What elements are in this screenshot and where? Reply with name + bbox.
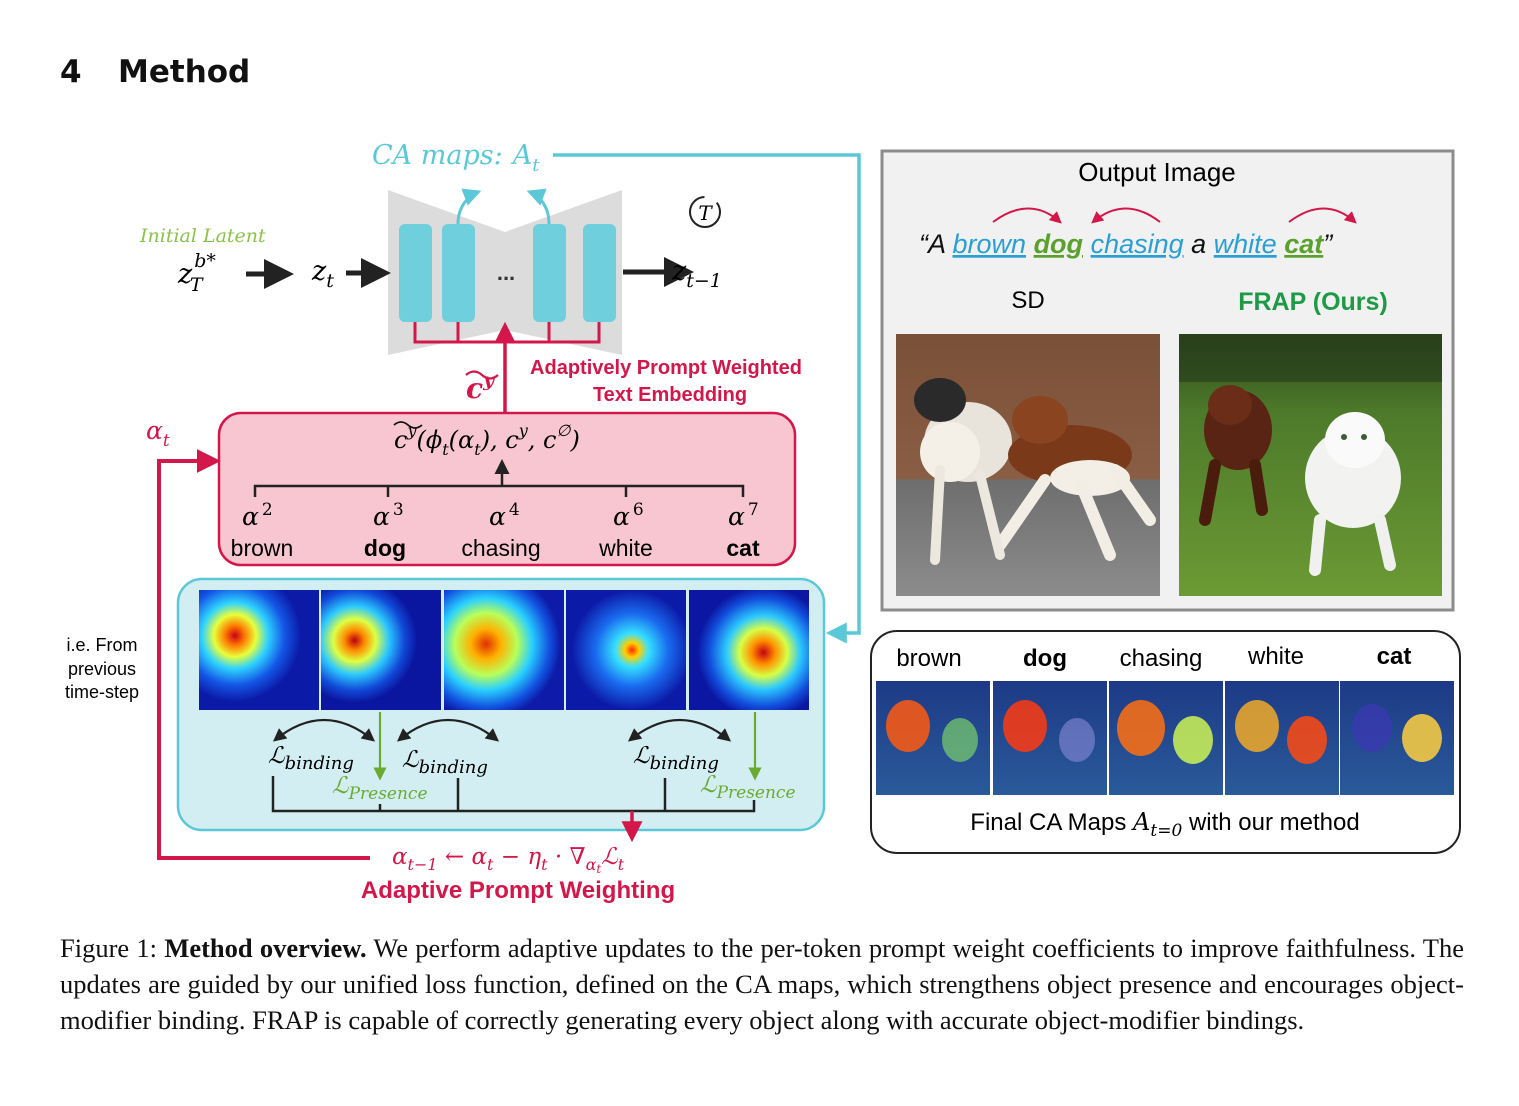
token-word-dog: dog [364, 535, 406, 561]
section-heading: 4 Method [60, 54, 250, 90]
ca-out-arrow-2 [526, 188, 551, 225]
frap-label: FRAP (Ours) [1238, 288, 1388, 316]
binding-arc-brown-dog [272, 719, 376, 742]
svg-text:α3: α3 [373, 500, 404, 531]
ca-out-arrow-1 [456, 188, 482, 225]
final-map-brown [876, 681, 990, 795]
alpha-t-label: αt [146, 416, 170, 451]
embedding-formula: cy(ϕt(αt), cy, c∅) [394, 421, 580, 459]
caption-label: Figure 1: [60, 933, 158, 963]
z-t1-symbol: zt−1 [671, 256, 722, 292]
sd-label: SD [1011, 287, 1044, 314]
heatmap-brown [199, 590, 319, 710]
loss-presence-1: ℒPresence [332, 773, 428, 804]
unet-ellipsis: ... [497, 260, 515, 285]
svg-text:α4: α4 [489, 500, 520, 531]
prev-step-line-3: time-step [65, 682, 139, 702]
final-word-chasing: chasing [1120, 645, 1203, 672]
prompt-text: “A brown dog chasing a white cat” [919, 229, 1333, 259]
unet-block-1 [399, 224, 432, 322]
prev-step-line-1: i.e. From [66, 635, 137, 655]
token-word-chasing: chasing [461, 535, 540, 561]
frap-output-image [1179, 334, 1442, 596]
svg-text:α7: α7 [728, 500, 759, 531]
section-title: Method [118, 54, 251, 90]
loss-bracket [271, 776, 756, 813]
loss-binding-3: ℒbinding [633, 743, 719, 774]
final-map-white [1225, 681, 1339, 795]
final-map-dog [993, 681, 1107, 795]
unet-block-3 [533, 224, 566, 322]
binding-arc-dog-chasing [396, 719, 500, 742]
loss-presence-2: ℒPresence [700, 772, 796, 803]
loss-binding-2: ℒbinding [402, 747, 488, 778]
loop-icon [689, 196, 721, 228]
adaptive-prompt-weighting-label: Adaptive Prompt Weighting [361, 877, 675, 904]
unet-block-2 [442, 224, 475, 322]
final-maps-caption: Final CA Maps At=0 with our method [970, 808, 1359, 841]
output-panel-title: Output Image [1078, 157, 1236, 187]
final-map-cat [1340, 681, 1454, 795]
prev-step-line-2: previous [68, 659, 136, 679]
heatmap-chasing [444, 590, 564, 710]
final-word-brown: brown [896, 645, 961, 672]
embedding-box [217, 411, 797, 567]
sd-output-image [896, 334, 1160, 596]
caption-bold: Method overview. [164, 933, 367, 963]
z-t-symbol: zt [311, 256, 334, 292]
svg-text:α2: α2 [242, 500, 273, 531]
unet-block-4 [583, 224, 616, 322]
feedback-loop-arrow [157, 449, 370, 860]
final-word-dog: dog [1023, 645, 1067, 672]
heatmap-white [566, 590, 686, 710]
prompt-arc-chasing-dog [1091, 207, 1161, 224]
tokens-bracket [253, 484, 745, 497]
svg-text:α6: α6 [613, 500, 644, 531]
embedding-label-1: Adaptively Prompt Weighted [530, 357, 802, 379]
loop-symbol: T [698, 201, 713, 225]
final-word-cat: cat [1377, 643, 1412, 670]
initial-latent-label: Initial Latent [139, 225, 266, 247]
final-word-white: white [1247, 643, 1304, 670]
heatmap-cat [689, 590, 809, 710]
section-number: 4 [60, 54, 82, 90]
formula-tilde [393, 421, 423, 429]
binding-arc-white-cat [627, 719, 732, 742]
figure-caption: Figure 1: Method overview. We perform ad… [60, 930, 1464, 1038]
token-word-brown: brown [231, 535, 294, 561]
embedding-label-2: Text Embedding [593, 384, 747, 406]
ca-maps-arrow [553, 153, 861, 644]
c-tilde-mark [465, 370, 499, 380]
prompt-arc-brown-dog [992, 207, 1062, 224]
update-rule: αt−1 ← αt − ηt · ∇αtℒt [392, 844, 625, 876]
token-word-white: white [598, 535, 653, 561]
c-tilde-symbol: cy [466, 369, 496, 405]
token-word-cat: cat [726, 535, 760, 561]
ca-maps-label: CA maps:At [372, 140, 540, 176]
loss-binding-1: ℒbinding [268, 743, 354, 774]
final-map-chasing [1109, 681, 1223, 795]
heatmap-dog [321, 590, 441, 710]
caption-text: We perform adaptive updates to the per-t… [60, 933, 1465, 1035]
prompt-arc-white-cat [1288, 207, 1357, 224]
